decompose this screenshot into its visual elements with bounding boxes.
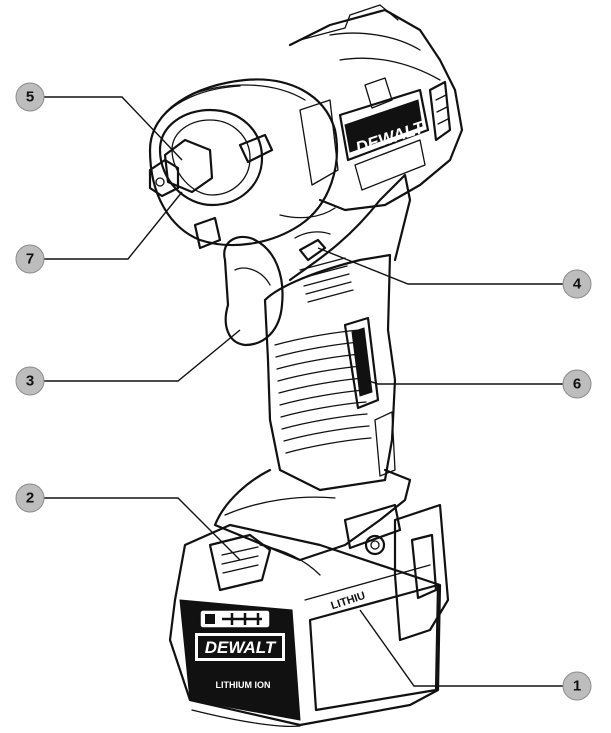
gear-case <box>148 78 339 250</box>
battery-subtext: LITHIUM ION <box>216 680 271 690</box>
leader-line-7 <box>44 191 183 260</box>
leader-lines <box>44 96 563 687</box>
svg-text:1: 1 <box>573 678 581 695</box>
motor-housing: DEWALT <box>288 4 464 212</box>
svg-text:3: 3 <box>26 373 34 390</box>
leader-line-1 <box>359 609 563 687</box>
callout-2: 2 <box>15 483 45 513</box>
callout-3: 3 <box>15 366 45 396</box>
leader-line-3 <box>44 329 241 382</box>
trigger <box>223 235 284 347</box>
tool-base <box>213 468 412 562</box>
battery-pack: DEWALT LITHIUM ION LITHIU <box>168 523 442 727</box>
handle-vent-mesh <box>299 257 354 303</box>
leader-line-4 <box>317 247 563 285</box>
handle-grip <box>263 173 412 492</box>
svg-text:6: 6 <box>573 376 581 393</box>
led-light <box>294 231 331 262</box>
callout-4: 4 <box>562 269 592 299</box>
callout-1: 1 <box>562 671 592 701</box>
svg-text:5: 5 <box>26 89 34 106</box>
svg-text:4: 4 <box>573 276 582 293</box>
belt-clip <box>343 503 450 642</box>
callout-5: 5 <box>15 82 45 112</box>
leader-line-5 <box>44 96 183 161</box>
svg-text:2: 2 <box>26 490 34 507</box>
svg-text:7: 7 <box>26 251 34 268</box>
battery-logo: DEWALT <box>205 638 277 657</box>
callout-7: 7 <box>15 244 45 274</box>
leader-line-2 <box>44 497 241 561</box>
callout-6: 6 <box>562 369 592 399</box>
leader-line-6 <box>359 377 563 385</box>
